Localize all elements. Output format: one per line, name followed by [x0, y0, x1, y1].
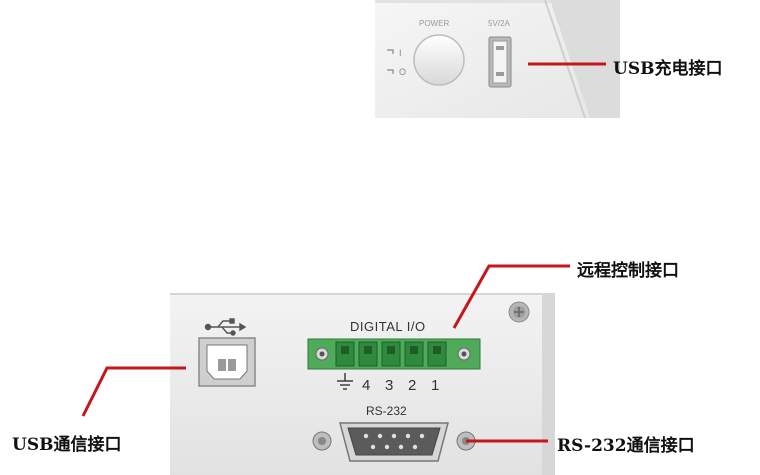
callout-rs232-comm: RS-232通信接口	[557, 436, 695, 456]
callout-remote-control: 远程控制接口	[577, 261, 679, 281]
leader-line-usb-comm	[81, 366, 186, 417]
rs232-port[interactable]	[312, 422, 476, 462]
power-off-symbol: O	[399, 67, 406, 77]
usb-symbol-icon	[204, 318, 247, 336]
pin-label: 3	[385, 377, 393, 394]
digital-io-label: DIGITAL I/O	[350, 319, 426, 334]
pin-label: 4	[362, 377, 370, 394]
pin-label: 2	[408, 377, 416, 394]
callout-usb-comm: USB通信接口	[12, 435, 122, 455]
digital-io-terminal[interactable]	[307, 338, 481, 370]
leader-line-remote-control	[452, 264, 570, 329]
rs232-label: RS-232	[366, 404, 407, 418]
rear-panel-photo: DIGITAL I/O 4 3 2 1 RS-232	[170, 293, 555, 475]
top-panel-photo: POWER I O 5V/2A	[375, 0, 620, 118]
callout-usb-charge: USB充电接口	[613, 59, 723, 79]
power-label: POWER	[419, 19, 449, 28]
power-button[interactable]	[413, 34, 465, 86]
usb-charge-port[interactable]	[488, 36, 512, 88]
usb-comm-port[interactable]	[198, 337, 256, 387]
usb-rating-label: 5V/2A	[488, 19, 510, 28]
pin-label: 1	[431, 377, 439, 394]
panel-screw	[508, 301, 530, 323]
power-on-symbol: I	[399, 48, 402, 58]
ground-icon	[337, 373, 353, 390]
